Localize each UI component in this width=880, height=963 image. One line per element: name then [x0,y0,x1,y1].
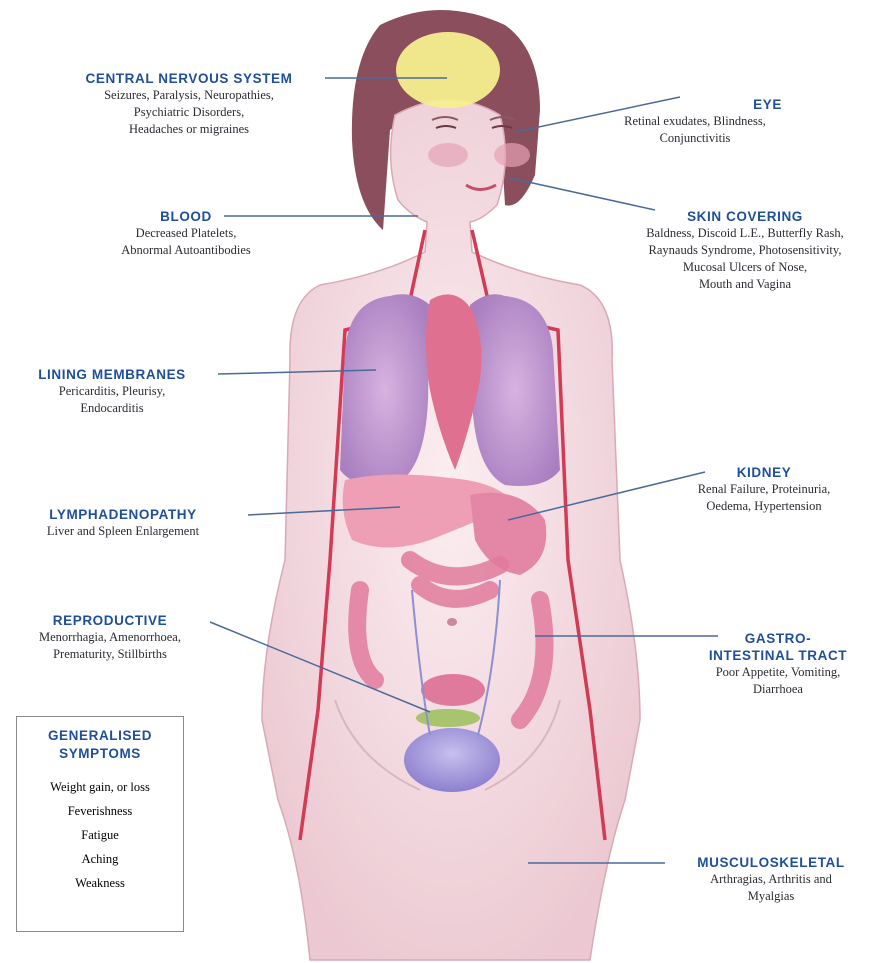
label-lymph: LYMPHADENOPATHY Liver and Spleen Enlarge… [4,506,242,540]
symptom-item: Feverishness [17,799,183,823]
label-cns-line: Seizures, Paralysis, Neuropathies, [58,87,320,104]
label-eye-title: EYE [600,96,790,113]
label-skin-title: SKIN COVERING [614,208,876,225]
generalised-symptoms-list: Weight gain, or loss Feverishness Fatigu… [17,775,183,895]
label-cns-title: CENTRAL NERVOUS SYSTEM [58,70,320,87]
label-skin: SKIN COVERING Baldness, Discoid L.E., Bu… [614,208,876,293]
uterus [421,674,485,706]
label-kidney-line: Oedema, Hypertension [664,498,864,515]
label-kidney-line: Renal Failure, Proteinuria, [664,481,864,498]
brain [396,32,500,108]
label-repro-line: Prematurity, Stillbirths [8,646,212,663]
label-eye-line: Conjunctivitis [600,130,790,147]
label-skin-line: Mouth and Vagina [614,276,876,293]
label-lining-line: Endocarditis [6,400,218,417]
label-gi: GASTRO- INTESTINAL TRACT Poor Appetite, … [678,630,878,698]
label-musc-line: Arthragias, Arthritis and [668,871,874,888]
label-musc-line: Myalgias [668,888,874,905]
generalised-symptoms-title: GENERALISED SYMPTOMS [17,727,183,763]
label-gi-title: GASTRO- INTESTINAL TRACT [678,630,878,664]
navel [447,618,457,626]
label-gi-line: Poor Appetite, Vomiting, [678,664,878,681]
label-cns-line: Psychiatric Disorders, [58,104,320,121]
label-kidney: KIDNEY Renal Failure, Proteinuria, Oedem… [664,464,864,515]
label-blood: BLOOD Decreased Platelets, Abnormal Auto… [86,208,286,259]
label-lymph-line: Liver and Spleen Enlargement [4,523,242,540]
label-kidney-title: KIDNEY [664,464,864,481]
label-repro-line: Menorrhagia, Amenorrhoea, [8,629,212,646]
label-eye: EYE Retinal exudates, Blindness, Conjunc… [600,96,790,147]
label-lining-title: LINING MEMBRANES [6,366,218,383]
cheek-rash-left [428,143,468,167]
label-skin-line: Mucosal Ulcers of Nose, [614,259,876,276]
label-lining-line: Pericarditis, Pleurisy, [6,383,218,400]
label-cns: CENTRAL NERVOUS SYSTEM Seizures, Paralys… [58,70,320,138]
bladder [404,728,500,792]
label-musc-title: MUSCULOSKELETAL [668,854,874,871]
label-blood-title: BLOOD [86,208,286,225]
label-cns-line: Headaches or migraines [58,121,320,138]
label-repro: REPRODUCTIVE Menorrhagia, Amenorrhoea, P… [8,612,212,663]
label-skin-line: Raynauds Syndrome, Photosensitivity, [614,242,876,259]
label-eye-line: Retinal exudates, Blindness, [600,113,790,130]
label-blood-line: Abnormal Autoantibodies [86,242,286,259]
label-gi-line: Diarrhoea [678,681,878,698]
symptom-item: Weakness [17,871,183,895]
label-lymph-title: LYMPHADENOPATHY [4,506,242,523]
symptom-item: Weight gain, or loss [17,775,183,799]
cheek-rash-right [494,143,530,167]
label-lining: LINING MEMBRANES Pericarditis, Pleurisy,… [6,366,218,417]
label-blood-line: Decreased Platelets, [86,225,286,242]
generalised-symptoms-box: GENERALISED SYMPTOMS Weight gain, or los… [16,716,184,932]
label-skin-line: Baldness, Discoid L.E., Butterfly Rash, [614,225,876,242]
symptom-item: Aching [17,847,183,871]
label-repro-title: REPRODUCTIVE [8,612,212,629]
symptom-item: Fatigue [17,823,183,847]
leader-skin [510,178,655,210]
label-musculoskeletal: MUSCULOSKELETAL Arthragias, Arthritis an… [668,854,874,905]
left-lung [340,294,430,486]
